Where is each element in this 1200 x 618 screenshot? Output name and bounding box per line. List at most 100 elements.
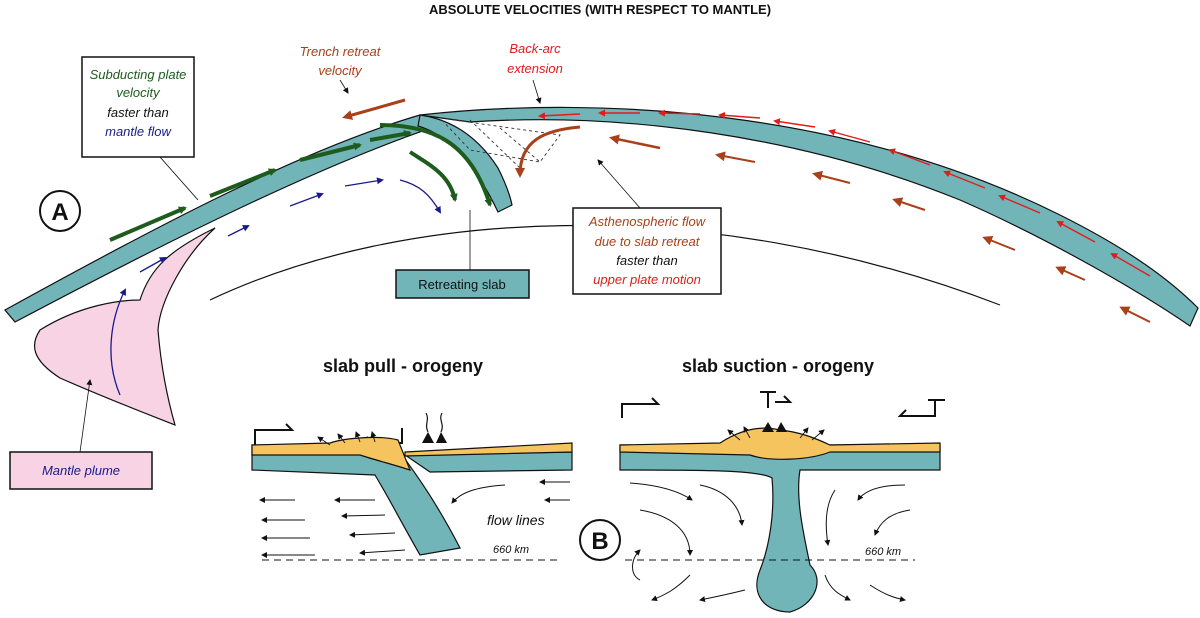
brown-arrow <box>342 98 406 120</box>
suction-volcano-icon <box>762 422 787 432</box>
flow-line <box>651 574 691 602</box>
brown-arrow <box>982 235 1016 251</box>
thrust-arrow <box>743 426 751 439</box>
brown-arrow <box>892 197 926 211</box>
flow-line <box>629 482 693 501</box>
slab-pull-flow-lines <box>259 479 570 558</box>
flow-lines-label: flow lines <box>487 512 545 528</box>
mantle-plume-leader <box>79 379 93 453</box>
brown-arrow <box>1055 266 1086 281</box>
flow-line <box>349 531 396 538</box>
subducting-box-line2: velocity <box>116 85 161 100</box>
flow-line <box>857 484 906 501</box>
slab-pull-title: slab pull - orogeny <box>323 356 483 376</box>
mantle-plume-label: Mantle plume <box>42 463 120 478</box>
flow-line <box>451 484 506 504</box>
slab-suction-flow-lines <box>629 482 911 602</box>
mantle-flow-arrows <box>227 177 442 237</box>
marker-a-label: A <box>51 199 68 226</box>
subducting-box-line3: faster than <box>107 105 168 120</box>
flow-line <box>639 509 693 556</box>
blue-arrow <box>289 192 324 207</box>
slab-suction-crust <box>619 427 941 460</box>
retreating-slab-box <box>395 269 530 299</box>
asthenospheric-arrows <box>342 98 1151 323</box>
thrust-arrow <box>370 431 377 443</box>
mantle-plume-box <box>9 451 153 490</box>
flow-line <box>699 589 746 602</box>
blue-arrow <box>227 225 250 237</box>
volcano-icon <box>422 432 447 443</box>
previous-slab-dashed <box>438 117 561 169</box>
slab-suction-title: slab suction - orogeny <box>682 356 874 376</box>
blue-arrow <box>344 177 384 187</box>
red-arrow <box>658 109 701 117</box>
trench-retreat-line1: Trench retreat <box>300 44 382 59</box>
asthenospheric-line4: upper plate motion <box>593 272 701 287</box>
retreating-slab <box>417 114 513 213</box>
asthenospheric-leader <box>597 159 641 209</box>
red-arrow <box>943 170 986 189</box>
green-arrow <box>369 130 412 142</box>
red-arrow <box>888 148 931 166</box>
red-arrow <box>998 194 1041 214</box>
brown-arrow <box>515 125 581 178</box>
back-arc-line2: extension <box>507 61 563 76</box>
flow-line <box>632 549 641 581</box>
slab-pull-crust-left <box>251 436 412 471</box>
mantle-boundary-arc <box>209 224 1001 306</box>
flow-line <box>824 489 836 546</box>
flow-line <box>699 484 745 526</box>
thrust-arrow <box>727 429 741 441</box>
marker-b-circle <box>579 519 621 561</box>
retreating-slab-label: Retreating slab <box>418 277 505 292</box>
subducting-box-line1: Subducting plate <box>90 67 187 82</box>
brown-arrow <box>812 170 851 184</box>
thrust-arrow <box>355 431 361 443</box>
thrust-arrow <box>337 433 346 444</box>
subducting-velocity-box <box>81 56 195 158</box>
red-arrow <box>538 112 581 120</box>
thrust-arrows <box>317 431 377 446</box>
flow-line <box>341 512 386 519</box>
back-arc-leader <box>532 79 542 104</box>
thrust-arrow <box>317 436 331 446</box>
back-arc-line1: Back-arc <box>509 41 561 56</box>
green-arrow <box>209 168 277 198</box>
red-arrow <box>1056 221 1096 243</box>
red-arrow <box>773 118 816 128</box>
slab-suction-plate <box>619 444 941 613</box>
shear-arrow-suction-top <box>760 391 793 408</box>
green-arrow <box>109 206 187 242</box>
slab-suction-660-label: 660 km <box>865 546 901 558</box>
asthenospheric-flow-box <box>572 207 722 295</box>
green-arrow <box>299 142 362 162</box>
flow-line <box>359 549 406 556</box>
asthenospheric-line2: due to slab retreat <box>595 234 701 249</box>
suction-thrust-arrows <box>727 426 825 441</box>
slab-pull-crust-right <box>404 442 573 457</box>
thrust-arrow <box>799 427 809 439</box>
subducting-velocity-arrows <box>109 123 493 242</box>
subducting-box-line4: mantle flow <box>105 124 172 139</box>
shear-arrow-suction-right <box>897 399 945 417</box>
shear-arrow-left <box>254 423 295 445</box>
figure-title: ABSOLUTE VELOCITIES (WITH RESPECT TO MAN… <box>429 2 771 17</box>
upper-plate-arrows <box>538 109 1151 277</box>
volcano-plume-icon <box>425 412 443 433</box>
marker-a-circle <box>39 190 81 232</box>
trench-retreat-line2: velocity <box>318 63 363 78</box>
green-arrow <box>408 150 458 202</box>
brown-arrow <box>715 151 756 163</box>
shear-arrow-suction-left <box>621 397 661 418</box>
upper-plate <box>419 106 1199 327</box>
brown-arrow <box>609 134 661 150</box>
red-arrow <box>828 128 871 143</box>
plume-flow-arrow <box>139 257 167 273</box>
flow-line <box>873 509 911 536</box>
red-arrow <box>718 111 761 119</box>
slab-pull-660-label: 660 km <box>493 544 529 556</box>
flow-line <box>869 584 906 602</box>
trench-retreat-leader <box>339 79 349 94</box>
